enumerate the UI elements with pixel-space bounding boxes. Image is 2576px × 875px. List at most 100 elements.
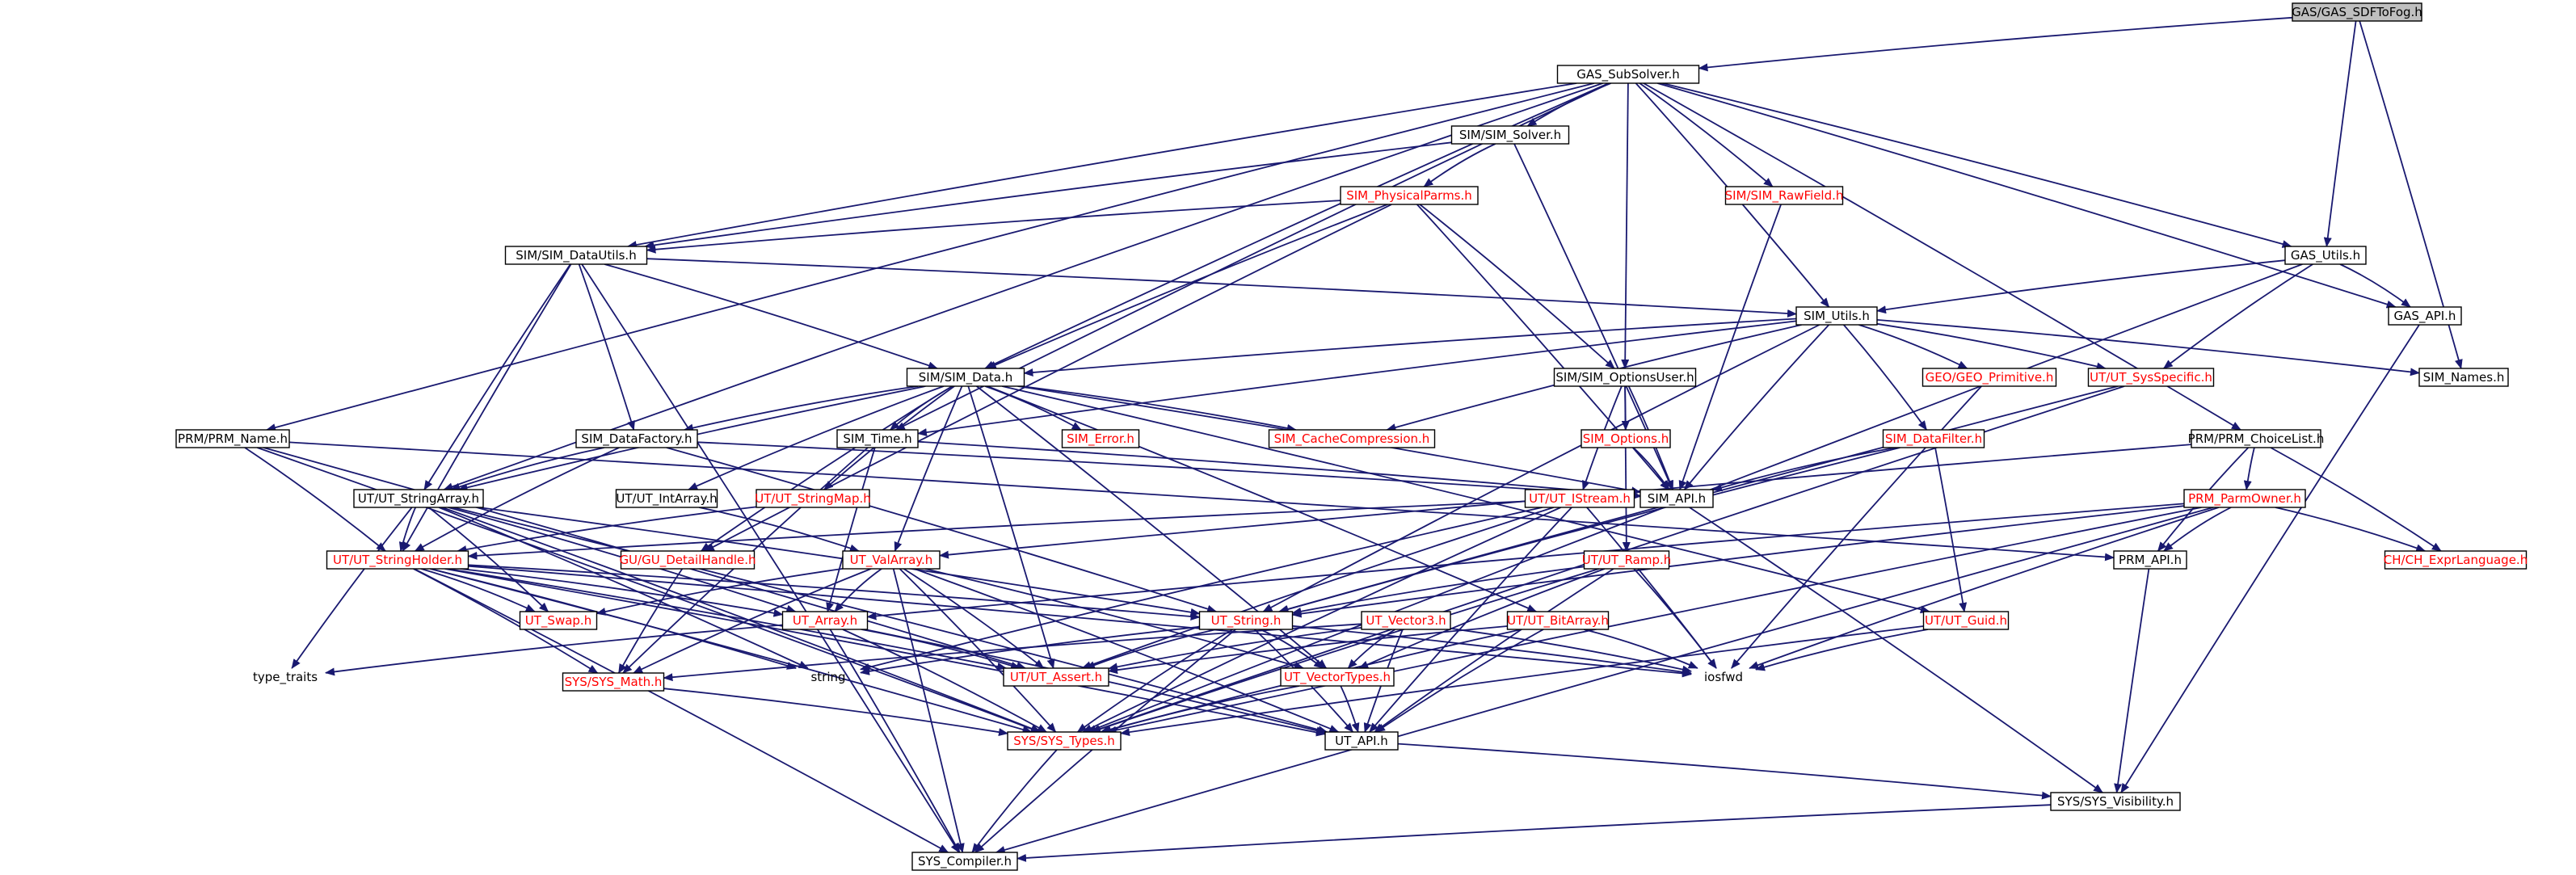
node-ut-valarray[interactable]: UT_ValArray.h xyxy=(842,550,941,570)
edge-UT_ValArray-to-UT_API xyxy=(914,568,1340,733)
edge-SIM_Utils-to-SIM_DataFilter xyxy=(1843,324,1928,431)
edge-UT_Ramp-to-iosfwd xyxy=(1633,568,1717,669)
edge-PRM_ParmOwner-to-CH_ExprLanguage xyxy=(2275,507,2427,553)
node-geo-primitive[interactable]: GEO/GEO_Primitive.h xyxy=(1921,368,2057,387)
node-sim-optionsuser[interactable]: SIM/SIM_OptionsUser.h xyxy=(1553,368,1697,387)
node-box xyxy=(781,611,869,630)
edge-SIM_DataFactory-to-UT_String xyxy=(666,447,1218,613)
edge-GEO_Primitive-to-iosfwd xyxy=(1731,385,1982,669)
edge-SIM_Utils-to-GEO_Primitive xyxy=(1858,324,1968,369)
node-ch-exprlanguage[interactable]: CH/CH_ExprLanguage.h xyxy=(2384,550,2528,570)
node-label: SYS/SYS_Math.h xyxy=(565,675,663,690)
edge-UT_Guid-to-SYS_Types xyxy=(1120,625,1924,737)
edge-UT_StringHolder-to-UT_String xyxy=(468,564,1201,620)
node-sys-math[interactable]: SYS/SYS_Math.h xyxy=(562,672,665,692)
node-ut-intarray[interactable]: UT/UT_IntArray.h xyxy=(615,489,718,508)
edge-UT_Ramp-to-UT_VectorTypes xyxy=(1358,568,1606,669)
node-ut-vector3[interactable]: UT_Vector3.h xyxy=(1361,611,1451,630)
node-sim-cachecompression[interactable]: SIM_CacheCompression.h xyxy=(1268,429,1436,448)
edge-GAS_SubSolver-to-SIM_Data xyxy=(984,82,1610,369)
node-sim-api[interactable]: SIM_API.h xyxy=(1639,489,1714,508)
node-box xyxy=(519,611,598,630)
node-prm-api[interactable]: PRM_API.h xyxy=(2113,550,2187,570)
node-label: GAS/GAS_SDFToFog.h xyxy=(2292,5,2422,20)
node-prm-name[interactable]: PRM/PRM_Name.h xyxy=(175,429,290,448)
node-label: SIM_Time.h xyxy=(843,431,911,447)
node-box xyxy=(2384,550,2528,570)
node-label: SIM/SIM_Solver.h xyxy=(1459,128,1561,143)
node-sim-solver[interactable]: SIM/SIM_Solver.h xyxy=(1450,125,1570,145)
node-prm-choicelist[interactable]: PRM/PRM_ChoiceList.h xyxy=(2188,429,2325,448)
node-sim-datautils[interactable]: SIM/SIM_DataUtils.h xyxy=(504,246,648,265)
node-sim-physicalparms[interactable]: SIM_PhysicalParms.h xyxy=(1340,186,1479,205)
node-sys-types[interactable]: SYS/SYS_Types.h xyxy=(1007,731,1122,751)
node-ut-istream[interactable]: UT/UT_IStream.h xyxy=(1524,489,1635,508)
node-sim-data[interactable]: SIM/SIM_Data.h xyxy=(906,368,1025,387)
edge-UT_BitArray-to-UT_API xyxy=(1375,629,1544,733)
edge-UT_ValArray-to-UT_Swap xyxy=(596,568,844,616)
node-box xyxy=(575,429,698,448)
edge-UT_ValArray-to-SYS_Types xyxy=(899,568,1057,733)
node-gu-detailhandle[interactable]: GU/GU_DetailHandle.h xyxy=(619,550,756,570)
edge-PRM_API-to-SYS_Visibility xyxy=(2114,568,2150,793)
edge-GAS_SubSolver-to-SIM_DataUtils xyxy=(626,82,1577,249)
node-sim-options[interactable]: SIM_Options.h xyxy=(1581,429,1671,448)
edge-UT_StringHolder-to-iosfwd xyxy=(468,565,1692,678)
node-label: PRM_ParmOwner.h xyxy=(2188,491,2301,507)
node-sim-time[interactable]: SIM_Time.h xyxy=(836,429,919,448)
node-ut-ramp[interactable]: UT/UT_Ramp.h xyxy=(1582,550,1672,570)
node-ut-api[interactable]: UT_API.h xyxy=(1324,731,1399,751)
node-box xyxy=(1007,731,1122,751)
node-box xyxy=(1361,611,1451,630)
header-file-nodes: GAS/GAS_SDFToFog.hGAS_SubSolver.hSIM/SIM… xyxy=(175,2,2528,871)
node-sim-datafactory[interactable]: SIM_DataFactory.h xyxy=(575,429,698,448)
node-sim-datafilter[interactable]: SIM_DataFilter.h xyxy=(1882,429,1985,448)
node-ut-swap[interactable]: UT_Swap.h xyxy=(519,611,598,630)
edge-SIM_DataFactory-to-SIM_API xyxy=(697,441,1641,500)
edge-UT_IntArray-to-UT_ValArray xyxy=(699,507,860,553)
edge-SIM_DataUtils-to-UT_StringHolder xyxy=(402,263,572,552)
node-gas-utils[interactable]: GAS_Utils.h xyxy=(2284,246,2367,265)
node-sim-utils[interactable]: SIM_Utils.h xyxy=(1795,306,1878,326)
edge-SIM_API-to-SYS_Visibility xyxy=(1689,507,2103,793)
node-ut-guid[interactable]: UT/UT_Guid.h xyxy=(1922,611,2010,630)
edge-PRM_Name-to-SYS_Types xyxy=(257,447,1041,733)
node-label: iosfwd xyxy=(1704,670,1743,684)
node-label: SIM_API.h xyxy=(1648,491,1706,507)
node-ut-vectortypes[interactable]: UT_VectorTypes.h xyxy=(1280,667,1395,687)
node-label: SIM/SIM_RawField.h xyxy=(1725,188,1844,204)
node-ut-array[interactable]: UT_Array.h xyxy=(781,611,869,630)
edge-UT_StringHolder-to-UT_Swap xyxy=(420,568,536,612)
edge-UT_ValArray-to-UT_Array xyxy=(834,568,882,612)
edge-UT_String-to-UT_VectorTypes xyxy=(1260,629,1324,669)
node-ut-stringarray[interactable]: UT/UT_StringArray.h xyxy=(353,489,484,508)
node-gas-subsolver[interactable]: GAS_SubSolver.h xyxy=(1556,65,1700,84)
edge-PRM_Name-to-UT_StringHolder xyxy=(244,447,386,552)
node-ut-stringholder[interactable]: UT/UT_StringHolder.h xyxy=(326,550,469,570)
node-label: UT_Swap.h xyxy=(525,613,591,629)
node-ut-string[interactable]: UT_String.h xyxy=(1198,611,1294,630)
node-ut-stringmap[interactable]: UT/UT_StringMap.h xyxy=(755,489,871,508)
node-box xyxy=(1583,550,1670,570)
node-sim-rawfield[interactable]: SIM/SIM_RawField.h xyxy=(1725,186,1844,205)
node-label: SIM_Options.h xyxy=(1583,431,1669,447)
node-ut-bitarray[interactable]: UT/UT_BitArray.h xyxy=(1506,611,1610,630)
node-ut-sysspecific[interactable]: UT/UT_SysSpecific.h xyxy=(2087,368,2215,387)
edge-SIM_RawField-to-SIM_API xyxy=(1678,204,1782,490)
edge-GAS_Utils-to-SIM_Utils xyxy=(1876,259,2286,314)
node-sim-error[interactable]: SIM_Error.h xyxy=(1061,429,1140,448)
edge-SIM_DataFilter-to-UT_String xyxy=(1278,447,1900,613)
node-sys-compiler[interactable]: SYS_Compiler.h xyxy=(911,852,1018,871)
node-prm-parmowner[interactable]: PRM_ParmOwner.h xyxy=(2183,489,2306,508)
node-sys-visibility[interactable]: SYS/SYS_Visibility.h xyxy=(2050,792,2181,811)
node-sim-names[interactable]: SIM_Names.h xyxy=(2418,368,2509,387)
node-label: UT/UT_StringMap.h xyxy=(755,491,871,507)
node-gas-api[interactable]: GAS_API.h xyxy=(2388,306,2462,326)
node-label: PRM/PRM_Name.h xyxy=(178,431,288,447)
edge-PRM_ChoiceList-to-CH_ExprLanguage xyxy=(2270,447,2442,552)
node-box xyxy=(2388,306,2462,326)
node-ut-assert[interactable]: UT/UT_Assert.h xyxy=(1003,667,1109,687)
node-label: PRM/PRM_ChoiceList.h xyxy=(2188,431,2325,447)
node-type-traits: type_traits xyxy=(253,670,318,685)
node-box xyxy=(504,246,648,265)
